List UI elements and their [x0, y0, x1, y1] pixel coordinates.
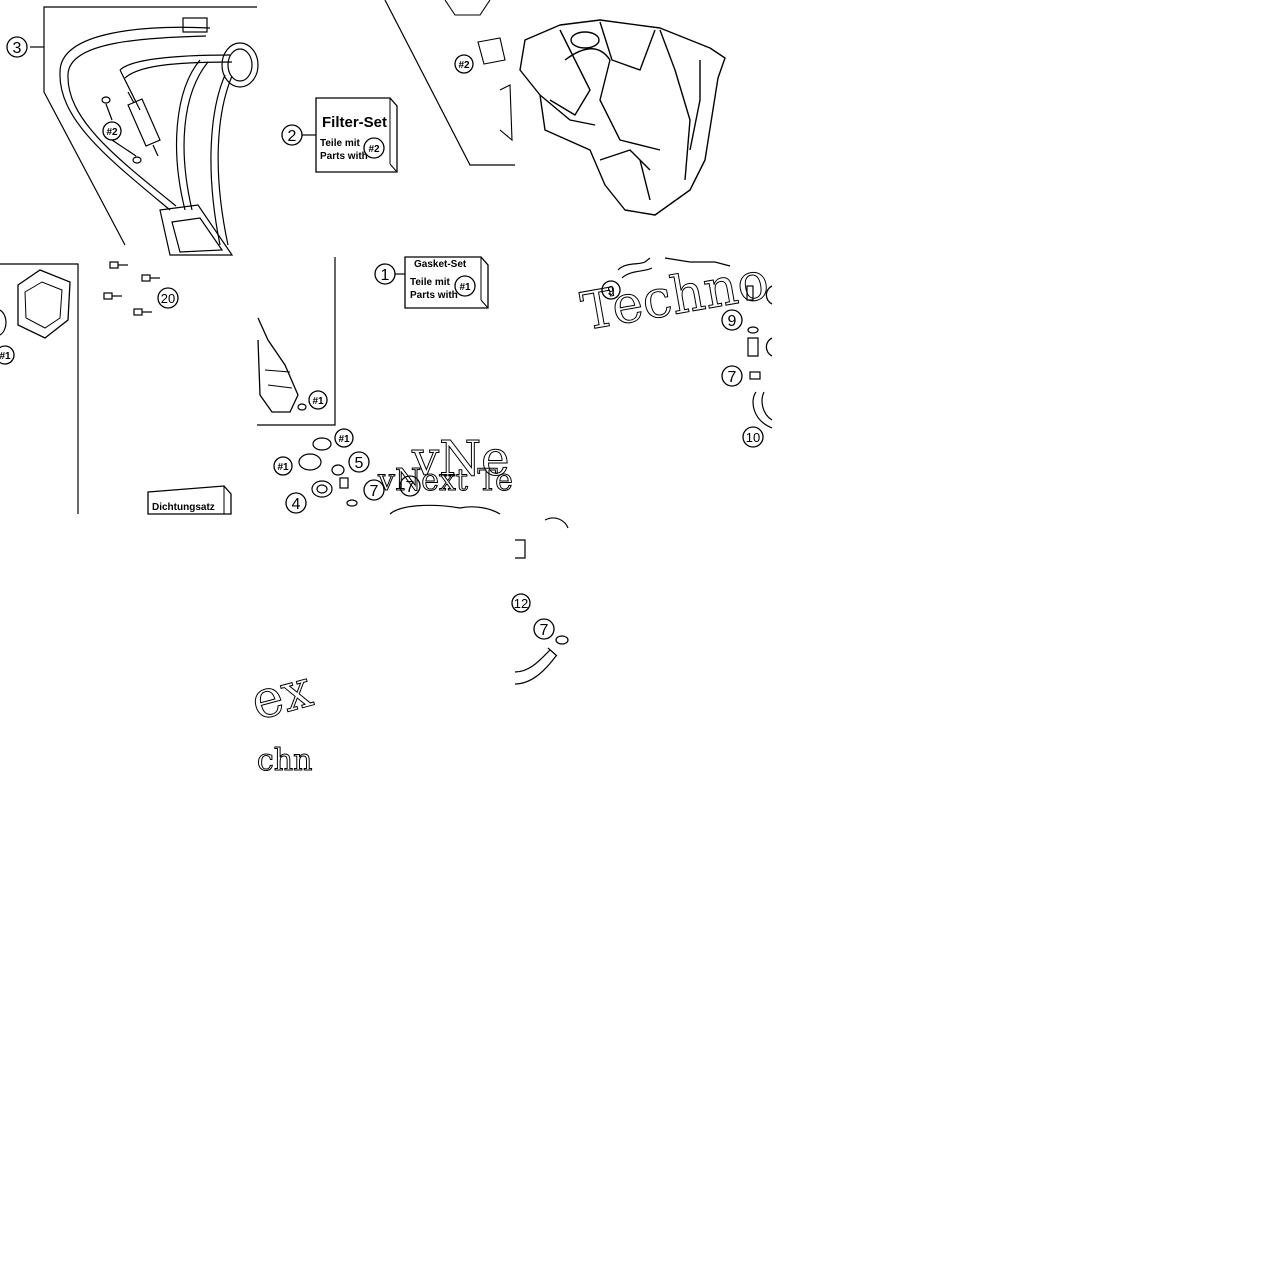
tile-hoses-fittings: Techno 9 9 7 10: [576, 250, 774, 448]
callout-9a: 9: [607, 283, 614, 298]
filter-set-ref: #2: [368, 144, 380, 155]
callout-9: 9: [728, 313, 737, 330]
tile-filter-set: #2 2 Filter-Set Teile mit Parts with #2: [281, 0, 515, 173]
callout-3-circle: [6, 36, 28, 58]
svg-text:#1: #1: [277, 462, 289, 473]
gasket-set-box: Gasket-Set Teile mit Parts with #1: [404, 256, 489, 309]
callout-5: 5: [355, 455, 364, 472]
svg-text:#1: #1: [312, 396, 324, 407]
tile-lower-fragment: Techno 12 7: [511, 517, 569, 685]
gasket-set-line1: Teile mit: [410, 277, 450, 288]
tile-screws-dichtung: #1 20 Dichtungsatz: [0, 261, 232, 515]
callout-7c: 7: [540, 622, 549, 639]
filter-set-line1: Teile mit: [320, 138, 360, 149]
callout-1: 1: [381, 267, 390, 284]
watermark-vne: vNe: [411, 431, 510, 487]
svg-text:#1: #1: [338, 434, 350, 445]
tile-gasket-set: #1 1 Gasket-Set Teile mit Parts with #1 …: [257, 256, 513, 515]
svg-text:#1: #1: [0, 351, 11, 362]
callout-2: 2: [288, 128, 297, 145]
filter-set-line2: Parts with: [320, 151, 368, 162]
callout-7b: 7: [728, 369, 737, 386]
dichtungsatz-title: Dichtungsatz: [152, 502, 215, 513]
callout-10: 10: [746, 430, 760, 445]
callout-12: 12: [514, 596, 528, 611]
watermark-ex: ex: [245, 659, 319, 733]
gasket-set-line2: Parts with: [410, 290, 458, 301]
watermark-chn: chn: [257, 743, 312, 778]
filter-set-box: Filter-Set Teile mit Parts with #2: [315, 97, 398, 173]
callout-20: 20: [161, 291, 175, 306]
tile-fuel-pump-labels: 3 #2: [6, 36, 122, 141]
callout-3: 3: [13, 40, 22, 57]
watermark-techno: Techno: [577, 251, 773, 343]
fuel-tank-illustration: [519, 19, 726, 216]
tile-watermark-fragments: ex chn: [244, 659, 319, 779]
svg-text:7: 7: [406, 479, 415, 496]
svg-text:#2: #2: [458, 60, 470, 71]
ref-2-label: #2: [106, 127, 118, 138]
callout-4: 4: [292, 496, 301, 513]
dichtungsatz-box: Dichtungsatz: [147, 485, 232, 515]
gasket-set-title: Gasket-Set: [414, 259, 467, 270]
tile-fuel-pump-assembly: [30, 6, 259, 256]
callout-7a: 7: [370, 483, 379, 500]
gasket-set-ref: #1: [459, 282, 471, 293]
filter-set-title: Filter-Set: [322, 114, 387, 131]
watermark-vnext: vNext Te: [377, 463, 513, 498]
